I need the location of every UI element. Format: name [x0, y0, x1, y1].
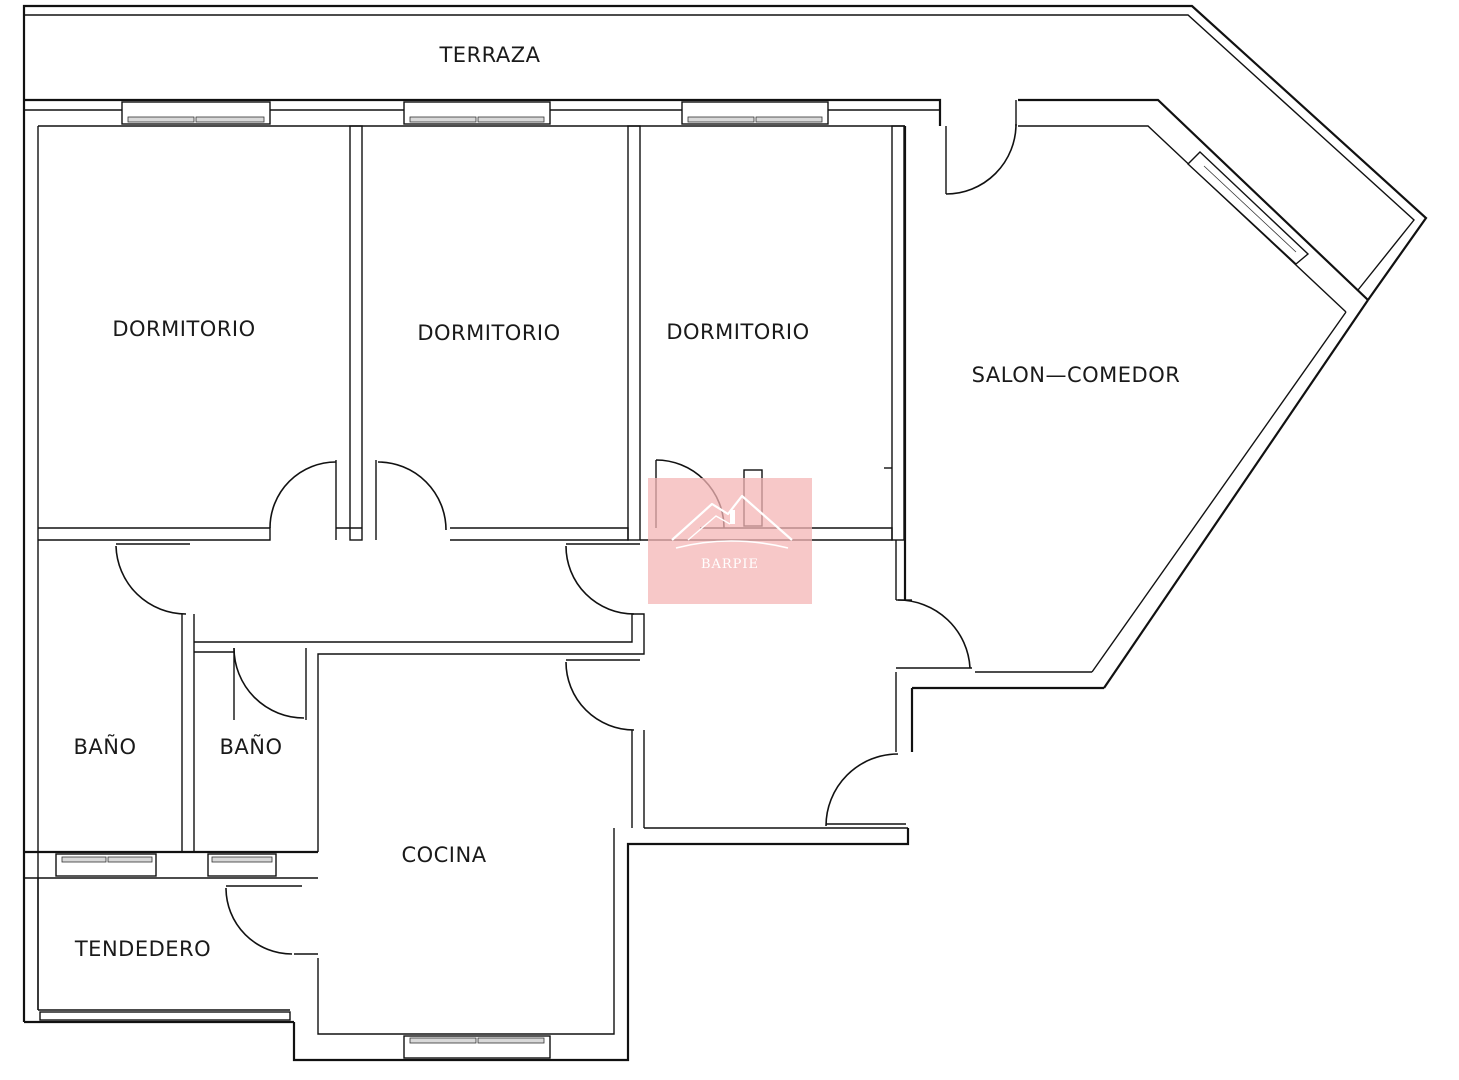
interior-walls	[24, 125, 912, 1010]
exterior-walls	[22, 98, 1369, 1062]
label-terraza: TERRAZA	[438, 43, 540, 67]
label-tendedero: TENDEDERO	[74, 937, 211, 961]
watermark-logo: BARPIE	[648, 478, 812, 604]
doors	[115, 100, 1017, 955]
label-salon-comedor: SALON—COMEDOR	[972, 363, 1181, 387]
room-labels: TERRAZA DORMITORIO DORMITORIO DORMITORIO…	[73, 43, 1181, 961]
label-dormitorio-2: DORMITORIO	[417, 321, 560, 345]
watermark-brand: BARPIE	[701, 557, 759, 572]
label-bano-2: BAÑO	[219, 733, 282, 759]
windows-top	[39, 101, 1310, 1059]
label-cocina: COCINA	[401, 843, 486, 867]
label-bano-1: BAÑO	[73, 733, 136, 759]
house-roof-icon	[671, 494, 793, 549]
label-dormitorio-3: DORMITORIO	[666, 320, 809, 344]
label-dormitorio-1: DORMITORIO	[112, 317, 255, 341]
terrace-walls	[22, 4, 1428, 301]
